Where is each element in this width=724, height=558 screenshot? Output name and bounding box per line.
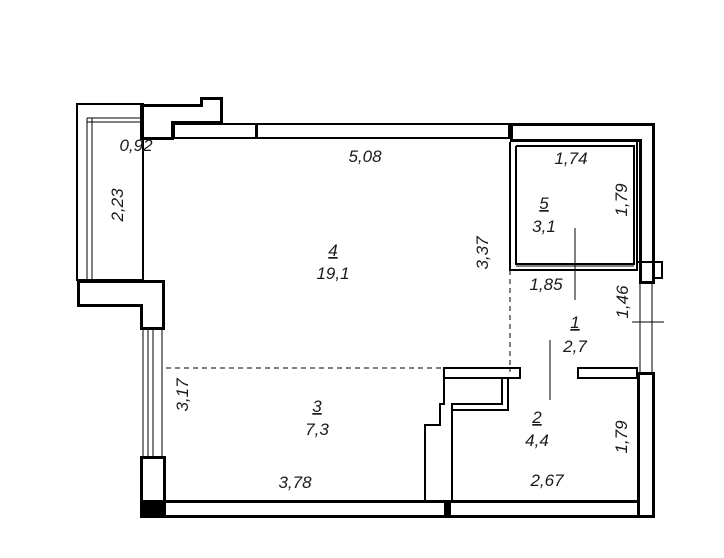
dim-room2-width: 2,67 — [529, 471, 564, 490]
room-1-number: 1 — [570, 313, 579, 332]
balcony — [76, 103, 144, 281]
dim-room5-depth: 1,79 — [612, 183, 631, 217]
exterior-walls — [77, 97, 655, 518]
dim-room5-width: 1,74 — [554, 149, 587, 168]
room-4-area: 19,1 — [316, 264, 349, 283]
room-2-number: 2 — [531, 408, 542, 427]
room-2-area: 4,4 — [525, 431, 549, 450]
room-3-number: 3 — [312, 397, 322, 416]
room-3-area: 7,3 — [305, 420, 329, 439]
dim-hall-depth: 1,46 — [613, 285, 632, 319]
dim-room3-width: 3,78 — [278, 473, 312, 492]
dim-hall-width: 1,85 — [529, 275, 563, 294]
room-5-area: 3,1 — [532, 217, 556, 236]
entrance — [632, 284, 664, 372]
dim-balcony-width: 0,92 — [119, 136, 153, 155]
room-1-area: 2,7 — [562, 337, 587, 356]
dim-balcony-length: 2,23 — [108, 188, 127, 223]
window-left — [142, 330, 163, 456]
room-4-number: 4 — [328, 241, 337, 260]
dim-room4-depth: 3,37 — [473, 236, 492, 270]
zone-dividers — [166, 228, 576, 400]
dim-room3-depth: 3,17 — [173, 378, 192, 412]
dim-room2-depth: 1,79 — [612, 420, 631, 454]
room-5-number: 5 — [539, 194, 549, 213]
dim-room4-width: 5,08 — [348, 147, 382, 166]
